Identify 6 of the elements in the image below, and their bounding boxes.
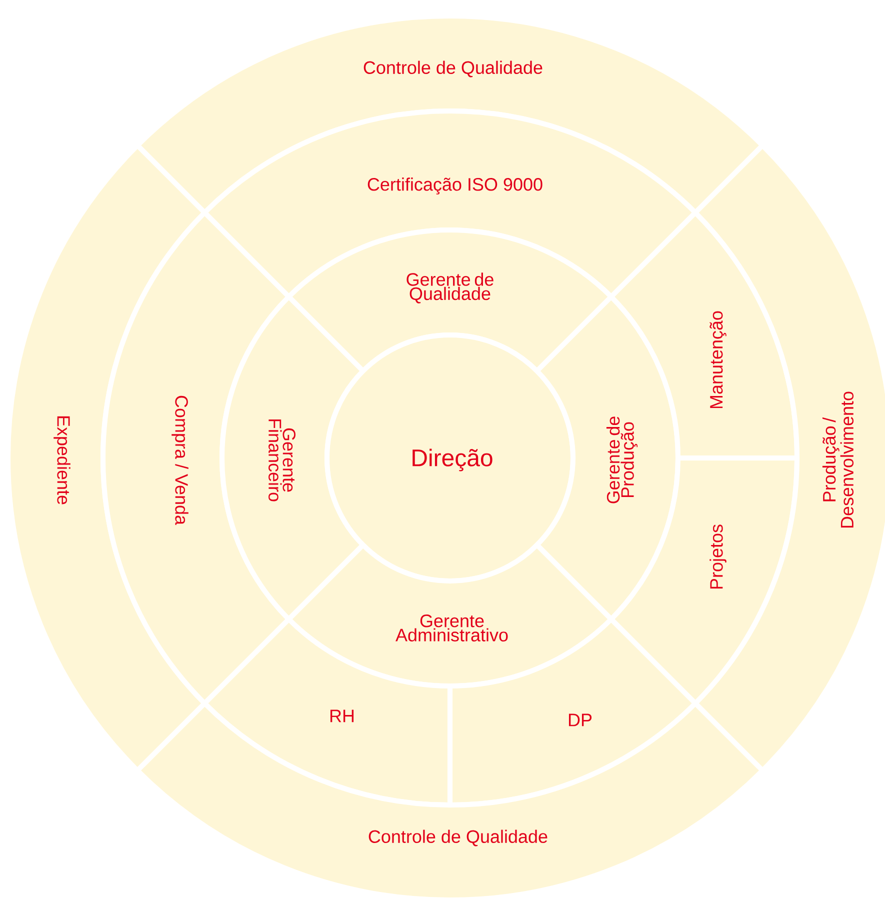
node-label: Controle de Qualidade	[368, 830, 548, 846]
ring-sector: Gerente de Qualidade	[286, 228, 614, 374]
ring-sector: Gerente Administrativo	[286, 542, 614, 688]
node-label: Produção / Desenvolvimento	[822, 392, 854, 528]
ring-sector: Gerente Financeiro	[220, 294, 366, 622]
ring-sector: Gerente de Produção	[534, 294, 680, 622]
